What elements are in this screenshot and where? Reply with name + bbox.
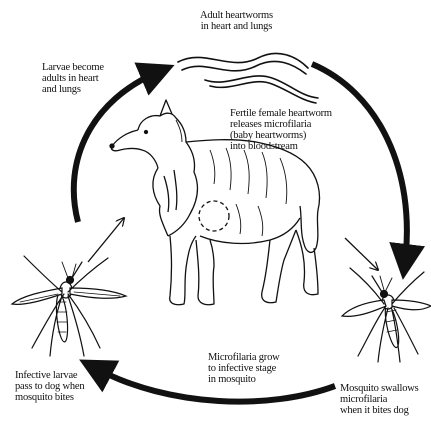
label-fertile-female-heartworm: Fertile female heartworm releases microf… (230, 108, 332, 152)
cycle-arrow-to-mosquito (312, 64, 407, 262)
label-infective-larvae: Infective larvae pass to dog when mosqui… (15, 370, 84, 403)
label-microfilaria-grow: Microfilaria grow to infective stage in … (208, 352, 280, 385)
label-mosquito-swallows: Mosquito swallows microfilaria when it b… (340, 383, 419, 416)
pointer-arrow-mosquito-to-dog (88, 218, 124, 262)
mosquito-left-illustration (12, 256, 126, 356)
heartworms-illustration (178, 53, 318, 103)
label-adult-heartworms: Adult heartworms in heart and lungs (200, 10, 273, 32)
label-larvae-become-adults: Larvae become adults in heart and lungs (42, 62, 104, 95)
mosquito-right-illustration (342, 268, 431, 362)
pointer-arrow-dog-to-mosquito (345, 238, 378, 270)
